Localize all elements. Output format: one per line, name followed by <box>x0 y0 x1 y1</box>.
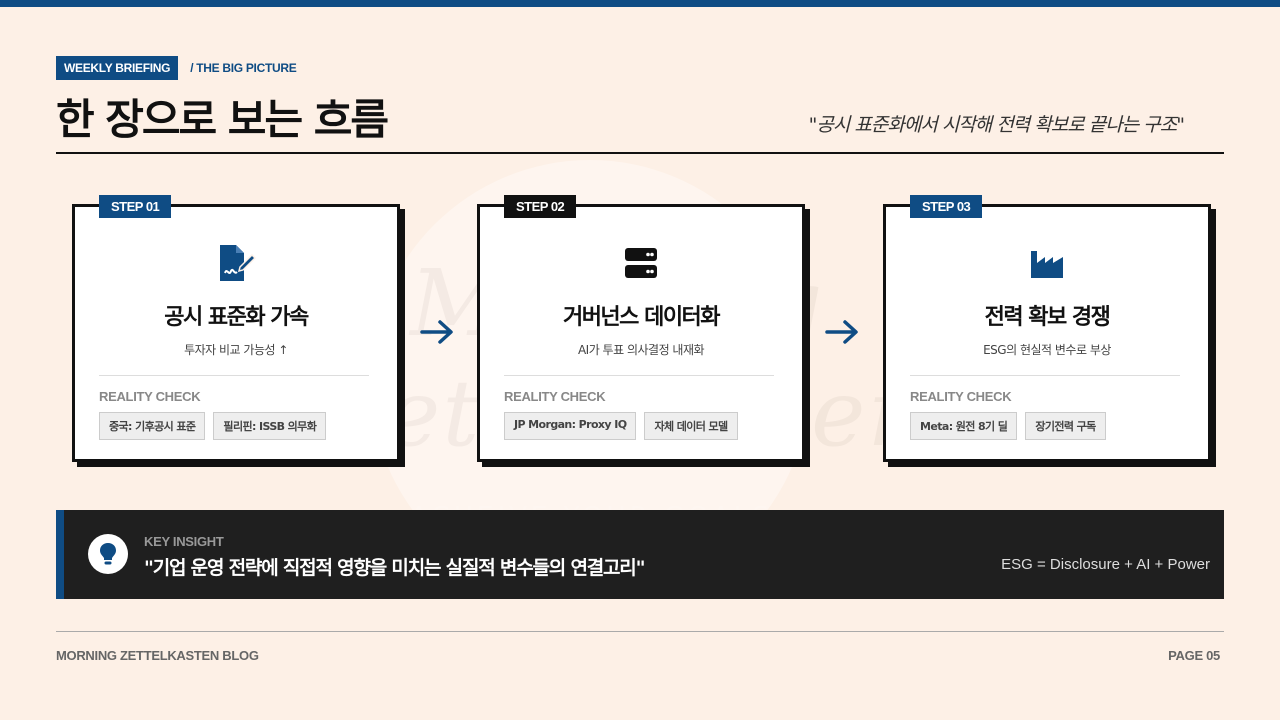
reality-check-label: REALITY CHECK <box>504 389 606 404</box>
section-tag: / THE BIG PICTURE <box>190 61 297 75</box>
reality-chips: Meta: 원전 8기 딜 장기전력 구독 <box>910 412 1106 440</box>
reality-chip: 필리핀: ISSB 의무화 <box>213 412 327 440</box>
reality-chip: 자체 데이터 모델 <box>644 412 738 440</box>
server-icon <box>621 243 661 283</box>
card-divider <box>910 375 1180 376</box>
header-tags: WEEKLY BRIEFING / THE BIG PICTURE <box>56 56 297 80</box>
page-title: 한 장으로 보는 흐름 <box>56 95 389 144</box>
card-subtitle: ESG의 현실적 변수로 부상 <box>983 343 1111 357</box>
card-title: 공시 표준화 가속 <box>164 305 309 330</box>
step-card-1: STEP 01 공시 표준화 가속 투자자 비교 가능성 ↑ REALITY C… <box>72 195 400 462</box>
reality-chips: 중국: 기후공시 표준 필리핀: ISSB 의무화 <box>99 412 327 440</box>
reality-chip: 장기전력 구독 <box>1025 412 1106 440</box>
card-subtitle: 투자자 비교 가능성 ↑ <box>184 343 288 357</box>
key-insight-text: "기업 운영 전략에 직접적 영향을 미치는 실질적 변수들의 연결고리" <box>144 557 645 579</box>
card-divider <box>99 375 369 376</box>
footer-page-number: PAGE 05 <box>1168 648 1220 663</box>
esg-formula: ESG = Disclosure + AI + Power <box>1001 556 1210 573</box>
top-accent-bar <box>0 0 1280 7</box>
header-quote: "공시 표준화에서 시작해 전력 확보로 끝나는 구조" <box>808 114 1185 136</box>
arrow-right-icon <box>825 316 861 348</box>
signature-document-icon <box>216 243 256 283</box>
reality-chip: 중국: 기후공시 표준 <box>99 412 206 440</box>
reality-chip: Meta: 원전 8기 딜 <box>910 412 1018 440</box>
key-insight-label: KEY INSIGHT <box>144 534 224 549</box>
step-badge: STEP 01 <box>99 195 172 218</box>
step-card-3: STEP 03 전력 확보 경쟁 ESG의 현실적 변수로 부상 REALITY… <box>883 195 1211 462</box>
header-divider <box>56 152 1224 154</box>
key-insight-bar: KEY INSIGHT "기업 운영 전략에 직접적 영향을 미치는 실질적 변… <box>56 510 1224 599</box>
footer-divider <box>56 631 1224 632</box>
step-badge: STEP 03 <box>910 195 983 218</box>
card-subtitle: AI가 투표 의사결정 내재화 <box>577 343 705 357</box>
reality-check-label: REALITY CHECK <box>99 389 201 404</box>
card-title: 거버넌스 데이터화 <box>562 305 721 330</box>
lightbulb-icon <box>88 534 128 574</box>
reality-chip: JP Morgan: Proxy IQ <box>504 412 637 440</box>
factory-icon <box>1027 243 1067 283</box>
reality-check-label: REALITY CHECK <box>910 389 1012 404</box>
step-badge: STEP 02 <box>504 195 577 218</box>
footer-blog-name: MORNING ZETTELKASTEN BLOG <box>56 648 259 663</box>
reality-chips: JP Morgan: Proxy IQ 자체 데이터 모델 <box>504 412 738 440</box>
arrow-right-icon <box>420 316 456 348</box>
card-title: 전력 확보 경쟁 <box>984 305 1111 330</box>
weekly-briefing-tag: WEEKLY BRIEFING <box>56 56 179 80</box>
card-divider <box>504 375 774 376</box>
step-card-2: STEP 02 거버넌스 데이터화 AI가 투표 의사결정 내재화 REALIT… <box>477 195 805 462</box>
